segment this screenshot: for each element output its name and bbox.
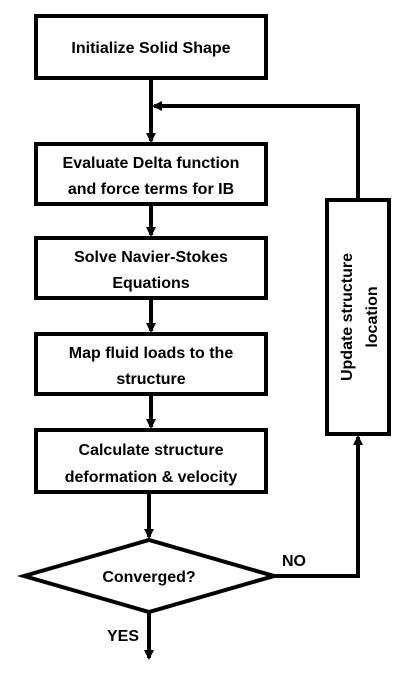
edge-label-yes: YES: [107, 628, 139, 645]
node-map-fluid-label-1: Map fluid loads to the: [69, 345, 234, 362]
node-map-fluid-label-2: structure: [116, 371, 185, 388]
node-converged-decision: Converged?: [16, 537, 282, 615]
node-solve-navier-label-2: Equations: [112, 275, 189, 292]
edge-update-to-delta-loop: [152, 101, 360, 200]
node-calculate-deformation: Calculate structure deformation & veloci…: [34, 428, 268, 494]
edge-label-no: NO: [282, 553, 306, 570]
node-converged-label: Converged?: [102, 569, 195, 586]
node-update-structure: Update structure location: [325, 198, 391, 436]
node-evaluate-delta-label-2: and force terms for IB: [68, 181, 234, 198]
node-update-label-2: location: [364, 286, 381, 347]
node-map-fluid-loads: Map fluid loads to the structure: [34, 332, 268, 396]
node-calculate-label-1: Calculate structure: [79, 442, 224, 459]
edge-converged-no-to-update: [274, 435, 363, 578]
node-solve-navier-stokes: Solve Navier-Stokes Equations: [34, 236, 268, 300]
node-update-label-1: Update structure: [339, 253, 356, 381]
node-calculate-label-2: deformation & velocity: [65, 469, 238, 486]
node-initialize-solid-shape: Initialize Solid Shape: [34, 14, 268, 80]
node-initialize-label: Initialize Solid Shape: [71, 40, 230, 57]
node-solve-navier-label-1: Solve Navier-Stokes: [74, 249, 228, 266]
node-evaluate-delta: Evaluate Delta function and force terms …: [34, 142, 268, 206]
node-evaluate-delta-label-1: Evaluate Delta function: [63, 155, 240, 172]
